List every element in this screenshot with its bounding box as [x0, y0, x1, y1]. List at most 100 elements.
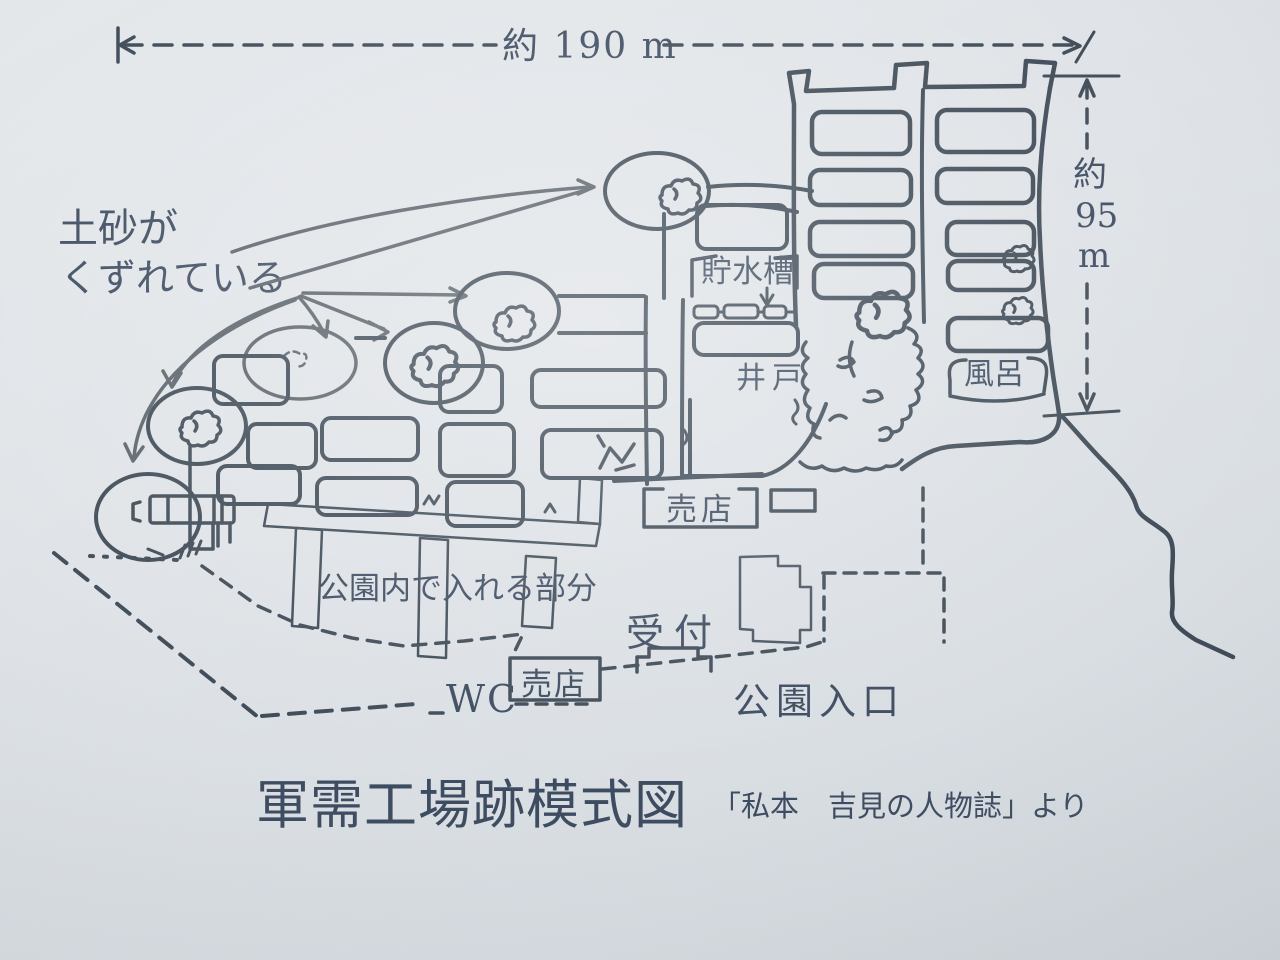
tunnel-rect — [148, 494, 236, 525]
tunnel-dividers — [166, 494, 232, 548]
diagram-source: 「私本 吉見の人物誌」より — [712, 789, 1088, 823]
room — [695, 203, 789, 251]
stepped-building — [738, 554, 813, 645]
cliff-line — [1059, 413, 1236, 660]
tree-right-edge — [878, 326, 925, 443]
room — [944, 219, 1037, 258]
arrow-to-oval-b — [301, 286, 468, 304]
arrowhead-icon — [576, 178, 596, 196]
water-tank-label: 貯水槽 — [701, 254, 794, 290]
room — [315, 476, 419, 517]
dim-arrow-up-icon — [1078, 78, 1096, 98]
room — [945, 258, 1037, 293]
arrow-to-oval-top-2 — [248, 188, 588, 290]
water-tank-arrow-icon — [759, 286, 775, 307]
boundary-dashed-entrance — [600, 640, 824, 671]
arrow-to-oval-f — [123, 298, 297, 463]
park-entrance-label: 公園入口 — [733, 680, 905, 723]
room — [320, 416, 420, 462]
debris-scribble-b — [492, 304, 537, 343]
tank-segment — [762, 304, 788, 320]
tree-bottom-edge — [798, 458, 904, 473]
hatched-band — [262, 502, 602, 548]
dim-tick-bottom — [1042, 409, 1121, 418]
small-structure — [769, 488, 817, 513]
well-label: 井戸 — [736, 361, 808, 396]
bush-icon — [1002, 244, 1036, 274]
kiosk-lower-label: 売店 — [521, 667, 587, 703]
collapse-oval-b — [453, 271, 561, 351]
collapse-oval-d — [242, 325, 358, 401]
boundary-ticks — [146, 539, 203, 560]
kiosk-upper-box — [642, 487, 759, 529]
facilities: 売店 受付 WC 売店 公園入口 — [428, 487, 905, 723]
reception-booth — [635, 646, 713, 674]
steps-mark-icon — [596, 434, 636, 472]
debris-scribble-e — [178, 409, 223, 448]
boundary-dashed-left — [52, 551, 418, 719]
bath-label: 風呂 — [964, 357, 1024, 392]
dim-height-label-3: m — [1078, 236, 1110, 276]
dimension-height: 約 95 m — [1042, 74, 1121, 418]
water-tank-brackets — [690, 254, 799, 298]
arrow-to-oval-e — [161, 296, 299, 389]
wing-lower-path — [680, 398, 828, 478]
east-block: 貯水槽 井戸 風呂 — [680, 58, 1236, 660]
debris-scribble-a — [658, 177, 703, 216]
boundary-dotted — [88, 554, 180, 562]
room — [438, 364, 504, 414]
dim-arrow-left-icon — [118, 35, 136, 55]
kiosk-lower-box — [508, 656, 602, 702]
tree-inner-squiggles — [828, 340, 894, 436]
room — [216, 464, 302, 506]
boundary-dashed-mid — [200, 564, 525, 659]
east-outline-bottom — [899, 411, 1062, 472]
hatched-pillar — [520, 554, 558, 630]
east-outline-top — [786, 58, 1058, 329]
room — [540, 428, 664, 480]
room — [530, 368, 667, 409]
room — [246, 422, 318, 470]
room — [807, 167, 914, 208]
hatched-pillar — [290, 526, 324, 630]
diagram-title: 軍需工場跡模式図 — [256, 775, 688, 836]
corridor-e-stub — [188, 445, 215, 551]
room — [807, 219, 916, 259]
boundaries — [52, 486, 946, 719]
room — [692, 321, 800, 357]
collapse-oval-c — [383, 321, 485, 405]
tree-left-edge — [800, 340, 822, 440]
collapse-oval-e — [146, 386, 248, 466]
east-outline-right — [1036, 85, 1062, 417]
dim-arrow-right-icon — [1062, 36, 1082, 55]
hatched-pillar — [576, 476, 604, 526]
bath-room — [945, 315, 1051, 354]
toilet-label: WC — [446, 677, 518, 721]
collapse-ovals — [94, 151, 711, 562]
bath-room-outline — [947, 356, 1049, 403]
room — [811, 261, 916, 301]
west-block — [131, 212, 764, 551]
hatched-area: 公園内で入れる部分 — [262, 476, 604, 660]
tree-scribble — [798, 292, 925, 473]
dim-height-label-2: 95 — [1075, 196, 1118, 236]
dim-width-label: 約 190 m — [502, 26, 678, 67]
room — [934, 166, 1036, 206]
dim-height-label-1: 約 — [1073, 155, 1107, 195]
kiosk-upper-label: 売店 — [666, 492, 736, 528]
dim-tick-right — [1074, 30, 1096, 64]
arrow-to-oval-top — [230, 185, 592, 254]
dim-arrow-down-icon — [1078, 392, 1096, 412]
caption: 軍需工場跡模式図 「私本 吉見の人物誌」より — [256, 775, 1088, 836]
tank-segment — [722, 303, 760, 320]
boundary-dashed-rect — [821, 486, 946, 644]
room — [212, 354, 290, 406]
tunnel-bracket — [131, 500, 142, 523]
dimension-width: 約 190 m — [116, 26, 1096, 67]
room — [934, 107, 1037, 155]
corridor-line — [354, 331, 648, 340]
squiggle-marks — [682, 398, 800, 446]
room — [445, 480, 525, 528]
